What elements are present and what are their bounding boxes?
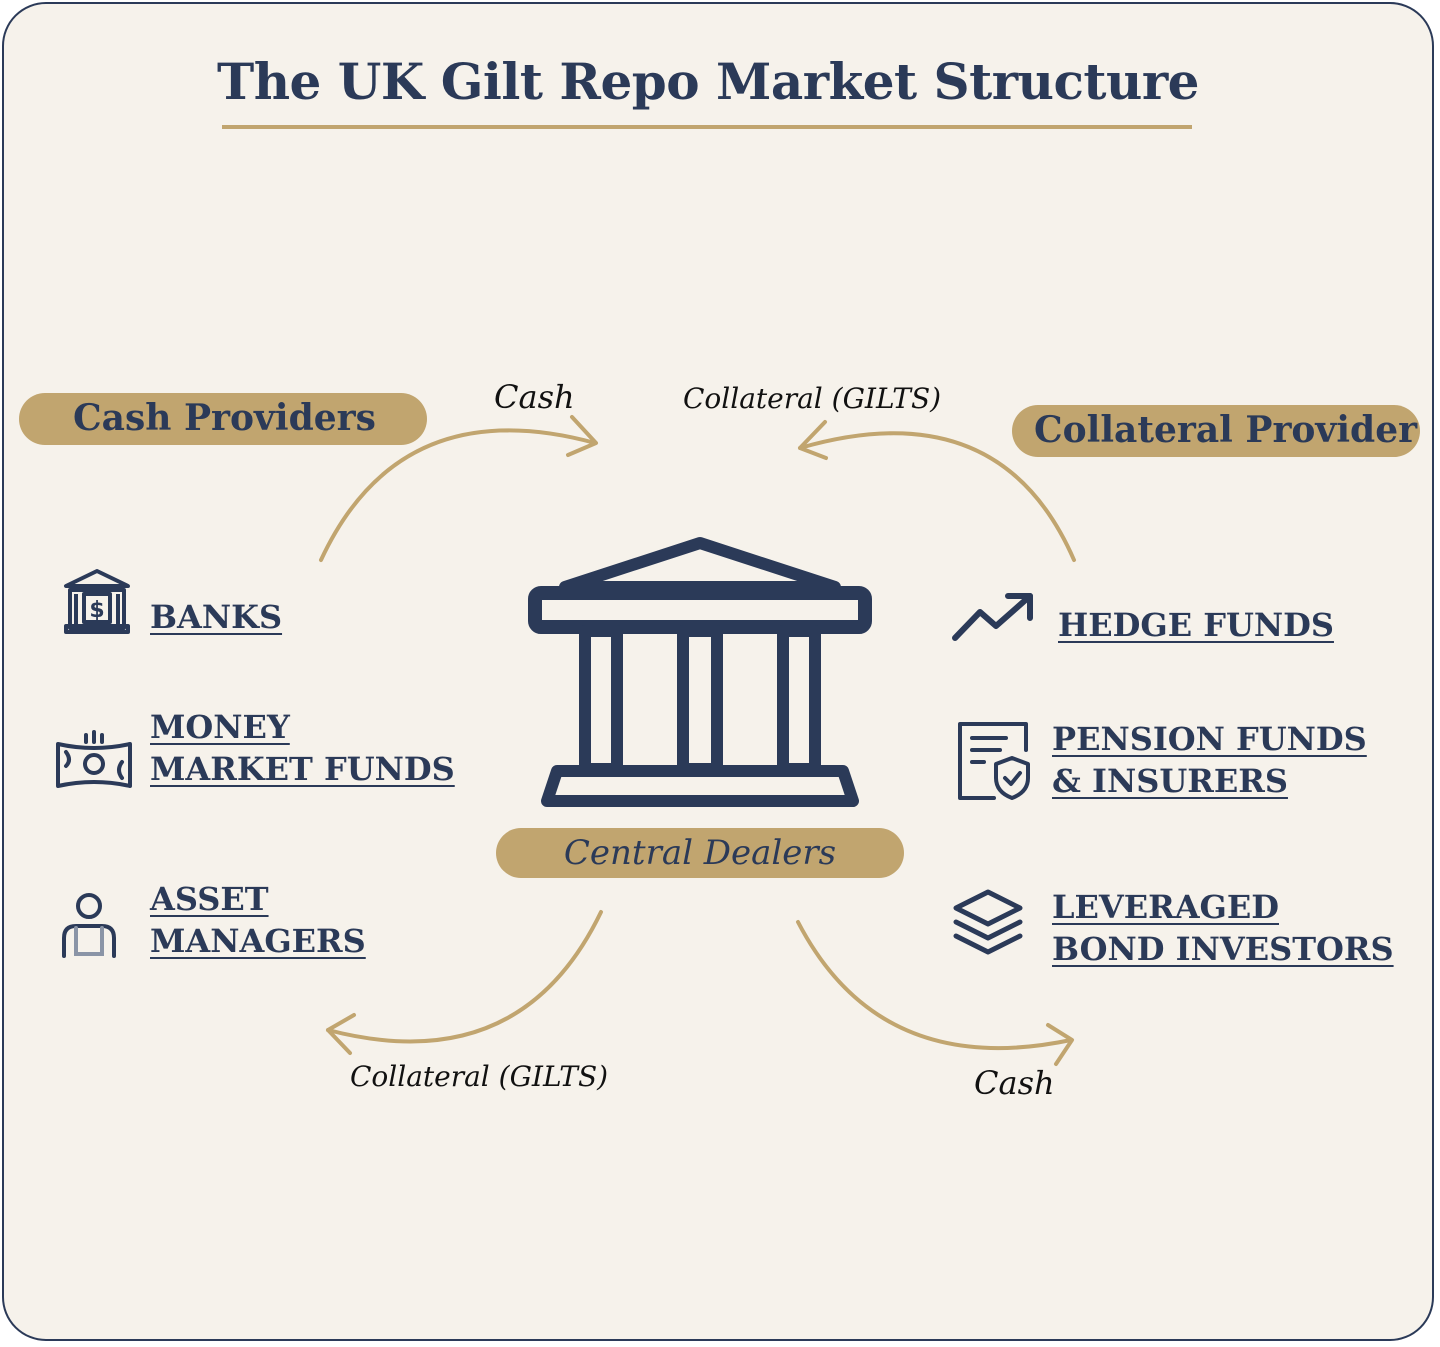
trend-up-icon	[952, 593, 1033, 641]
entity-leveraged-bond-investors[interactable]: LEVERAGED BOND INVESTORS	[1052, 886, 1394, 970]
central-dealers-pill: Central Dealers	[496, 828, 904, 878]
entity-am-line2: MANAGERS	[150, 922, 366, 960]
arrowhead-cash-bottom-right	[1046, 1023, 1074, 1066]
entity-mmf-line2: MARKET FUNDS	[150, 750, 455, 788]
entity-pf-line2: & INSURERS	[1052, 762, 1288, 800]
flow-label-collateral-top: Collateral (GILTS)	[683, 382, 942, 415]
entity-hedge-funds[interactable]: HEDGE FUNDS	[1058, 604, 1334, 646]
svg-text:$: $	[89, 598, 104, 623]
arrowhead-collateral-bottom-left	[326, 1013, 356, 1055]
arrow-collateral-top-right	[798, 431, 1076, 562]
flow-label-cash-top: Cash	[494, 378, 575, 416]
flow-label-collateral-bottom: Collateral (GILTS)	[350, 1060, 609, 1093]
arrowhead-collateral-top-right	[798, 420, 828, 460]
money-icon	[56, 730, 132, 788]
collateral-provider-pill: Collateral Provider	[1012, 405, 1420, 457]
entity-lbi-line2: BOND INVESTORS	[1052, 930, 1394, 968]
arrow-cash-bottom-right	[796, 920, 1073, 1051]
entity-am-line1: ASSET	[150, 880, 269, 918]
central-bank-building-icon	[528, 537, 872, 807]
entity-mmf-line1: MONEY	[150, 708, 290, 746]
entity-banks-label: BANKS	[150, 598, 283, 636]
entity-lbi-line1: LEVERAGED	[1052, 888, 1279, 926]
layers-icon	[953, 889, 1023, 955]
entity-banks[interactable]: BANKS	[150, 596, 282, 638]
entity-money-market-funds[interactable]: MONEY MARKET FUNDS	[150, 706, 455, 790]
entity-pf-line1: PENSION FUNDS	[1052, 720, 1367, 758]
flow-label-cash-bottom: Cash	[974, 1064, 1055, 1102]
cash-providers-pill: Cash Providers	[19, 393, 427, 445]
entity-asset-managers[interactable]: ASSET MANAGERS	[150, 878, 366, 962]
page-title: The UK Gilt Repo Market Structure	[216, 52, 1200, 111]
arrow-collateral-bottom-left	[326, 910, 603, 1044]
bank-icon: $	[64, 569, 130, 634]
arrow-cash-top-left	[319, 428, 597, 562]
policy-shield-icon	[958, 722, 1030, 800]
arrowhead-cash-top-left	[566, 415, 598, 457]
entity-hedge-funds-label: HEDGE FUNDS	[1058, 606, 1334, 644]
person-icon	[62, 893, 116, 958]
entity-pension-funds-insurers[interactable]: PENSION FUNDS & INSURERS	[1052, 718, 1367, 802]
title-underline	[222, 125, 1192, 129]
